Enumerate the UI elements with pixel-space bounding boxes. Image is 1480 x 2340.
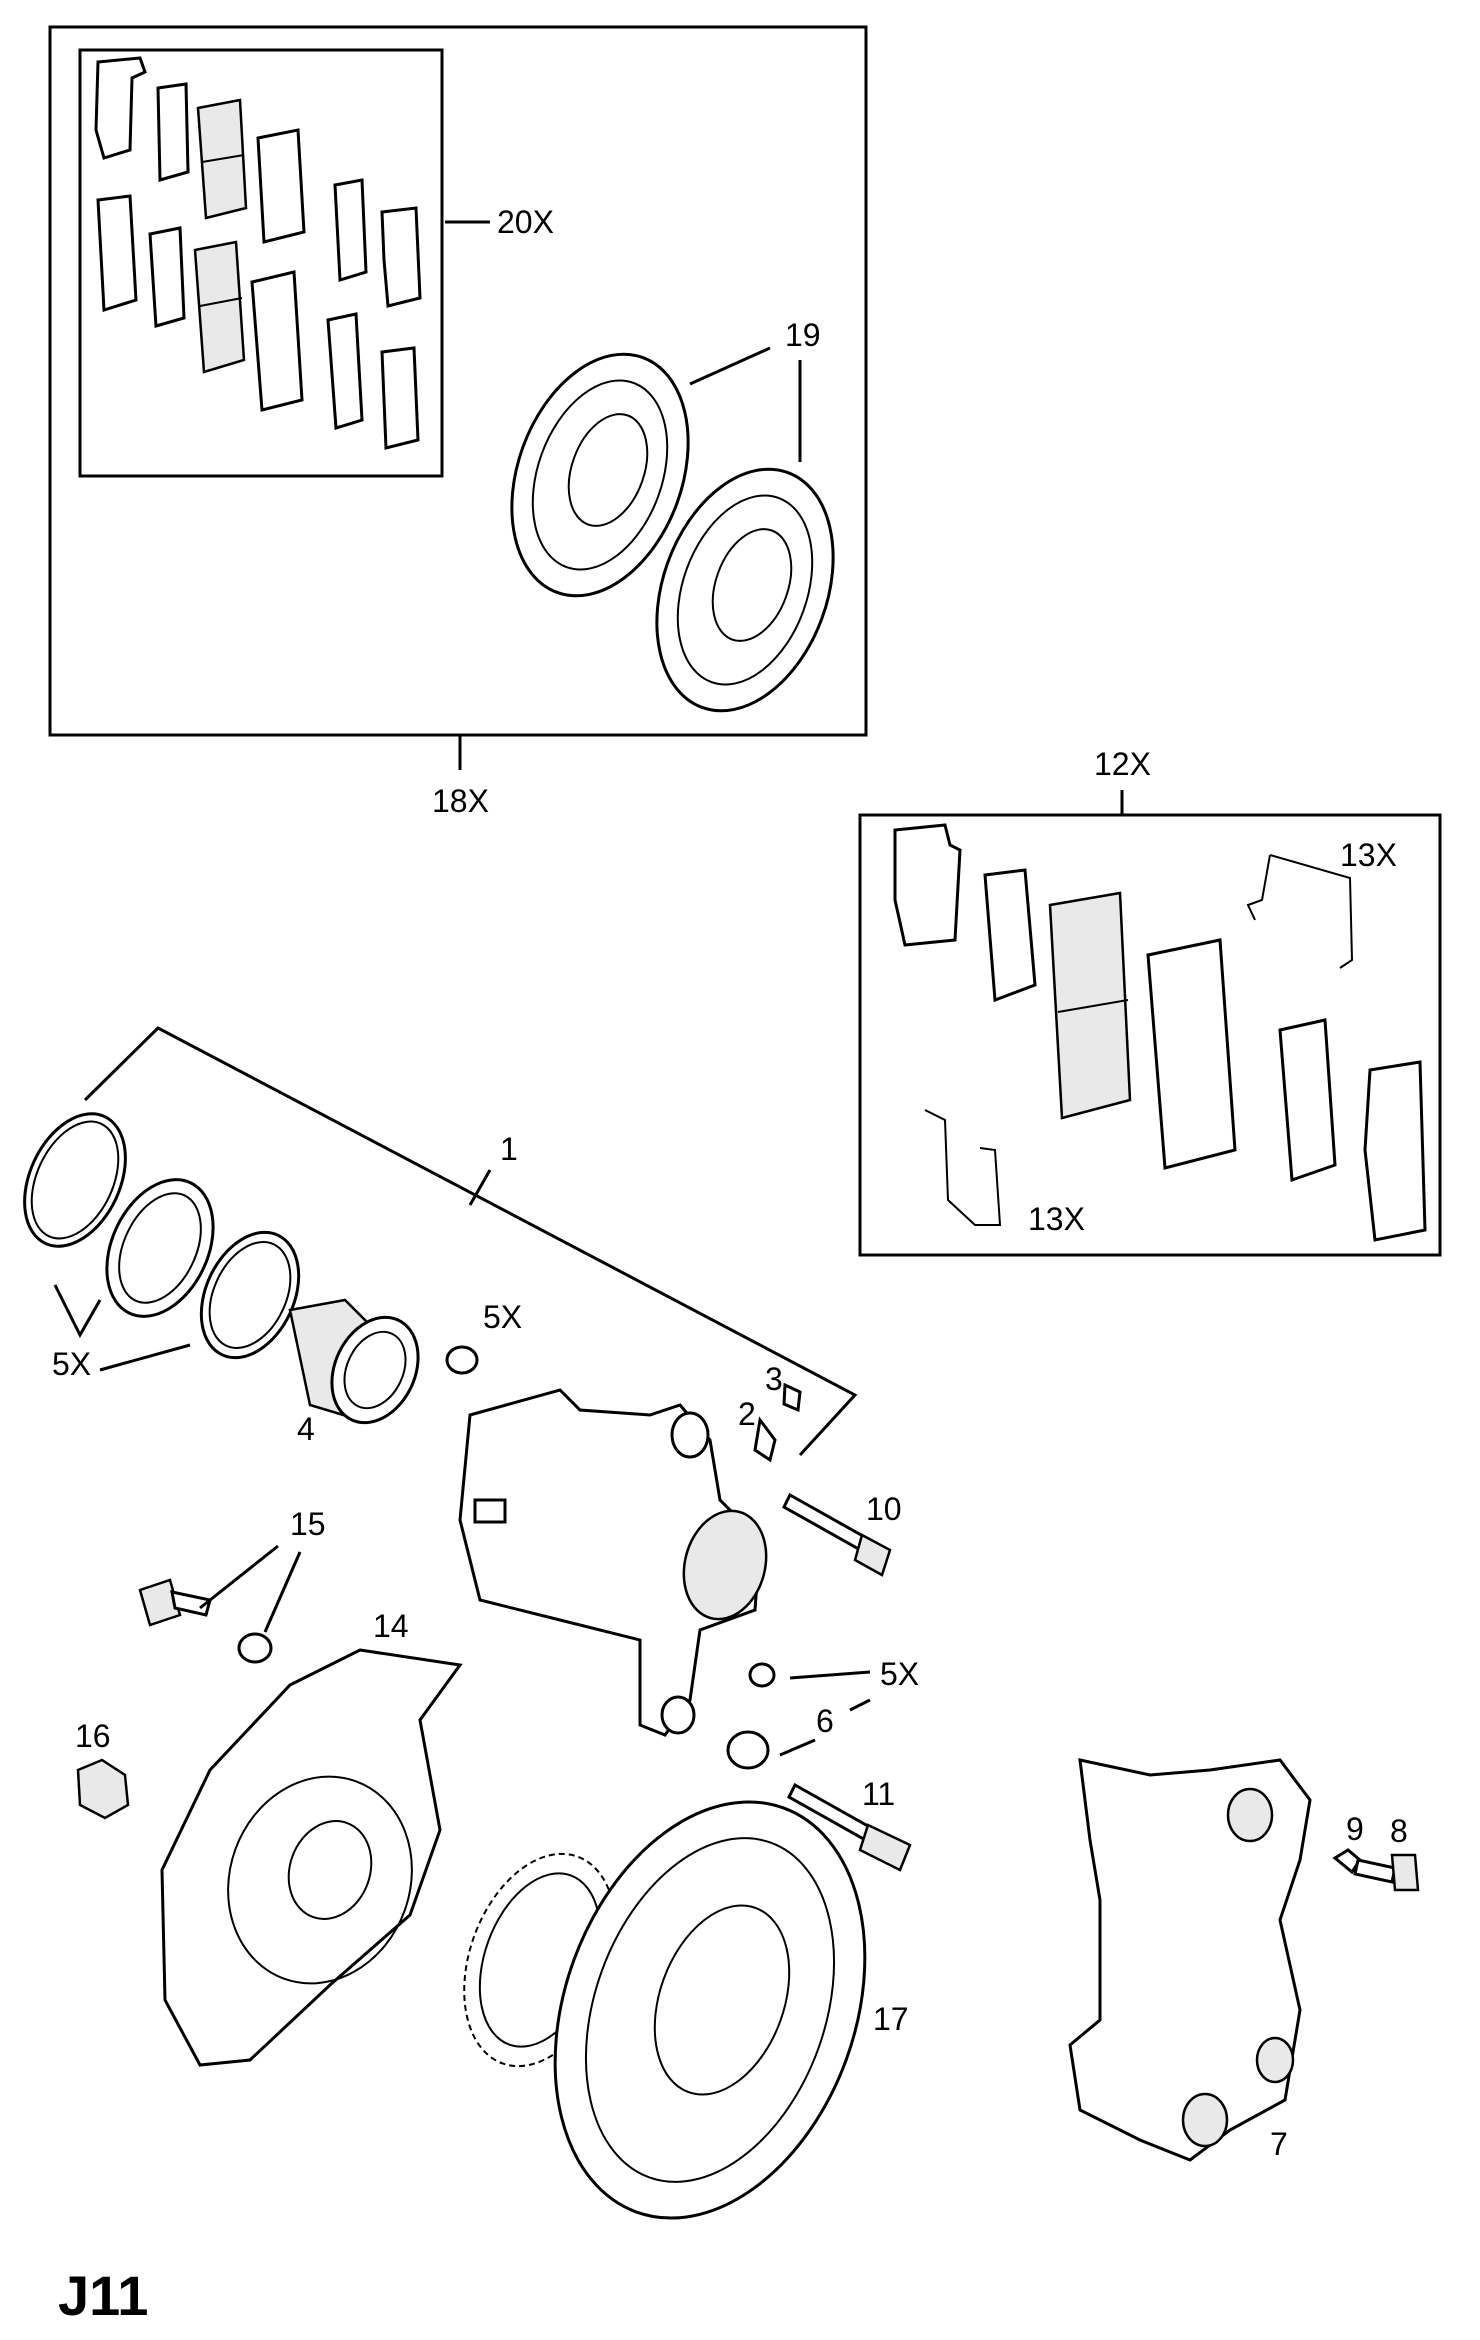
wheel-nut-16 [76,1758,130,1820]
callout-4: 4 [297,1411,315,1447]
callout-1: 1 [500,1131,518,1167]
callout-2: 2 [738,1396,756,1432]
callout-18x: 18X [432,783,489,819]
brake-disc-17 [553,1800,867,2220]
callout-11: 11 [862,1776,895,1812]
caliper-kit-bracket-1 [83,1026,858,1457]
callout-15: 15 [290,1506,326,1542]
callout-17: 17 [873,2001,909,2037]
callout-10: 10 [866,1491,902,1527]
piston-seal-rings-5x [23,1112,301,1372]
callout-6: 6 [816,1703,834,1739]
callout-13x-top: 13X [1340,837,1397,873]
diagram-code: J11 [58,2264,148,2327]
caliper-piston-4 [288,1298,420,1425]
callout-19: 19 [785,317,821,353]
kit-18x-box [48,25,868,770]
brake-caliper-body [445,1345,871,1770]
callout-13x-bottom: 13X [1028,1201,1085,1237]
callout-7: 7 [1270,2126,1288,2162]
caliper-carrier-7 [1068,1758,1312,2162]
splash-shield-14 [160,1648,463,2067]
callout-12x: 12X [1094,746,1151,782]
bolt-and-washer-15 [138,1544,302,1664]
callout-labels: 20X 19 18X 12X 13X 13X 1 5X 5X 5X 3 2 4 … [52,204,1408,2162]
brake-disc-pair-19 [510,346,835,713]
callout-9: 9 [1346,1811,1364,1847]
callout-5x-a: 5X [52,1346,91,1382]
callout-8: 8 [1390,1813,1408,1849]
callout-5x-c: 5X [880,1656,919,1692]
callout-5x-b: 5X [483,1299,522,1335]
bolt-8-clip-9 [1332,1848,1420,1892]
callout-20x: 20X [497,204,554,240]
pad-set-20x-row1 [94,56,422,308]
kit-20x-box [78,48,490,478]
guide-bolt-11 [787,1782,912,1872]
callout-14: 14 [373,1608,409,1644]
callout-3: 3 [765,1361,783,1397]
pad-set-20x-row2 [96,194,420,450]
guide-bolt-10 [782,1492,892,1577]
callout-16: 16 [75,1718,111,1754]
kit-12x-box [858,790,1442,1257]
